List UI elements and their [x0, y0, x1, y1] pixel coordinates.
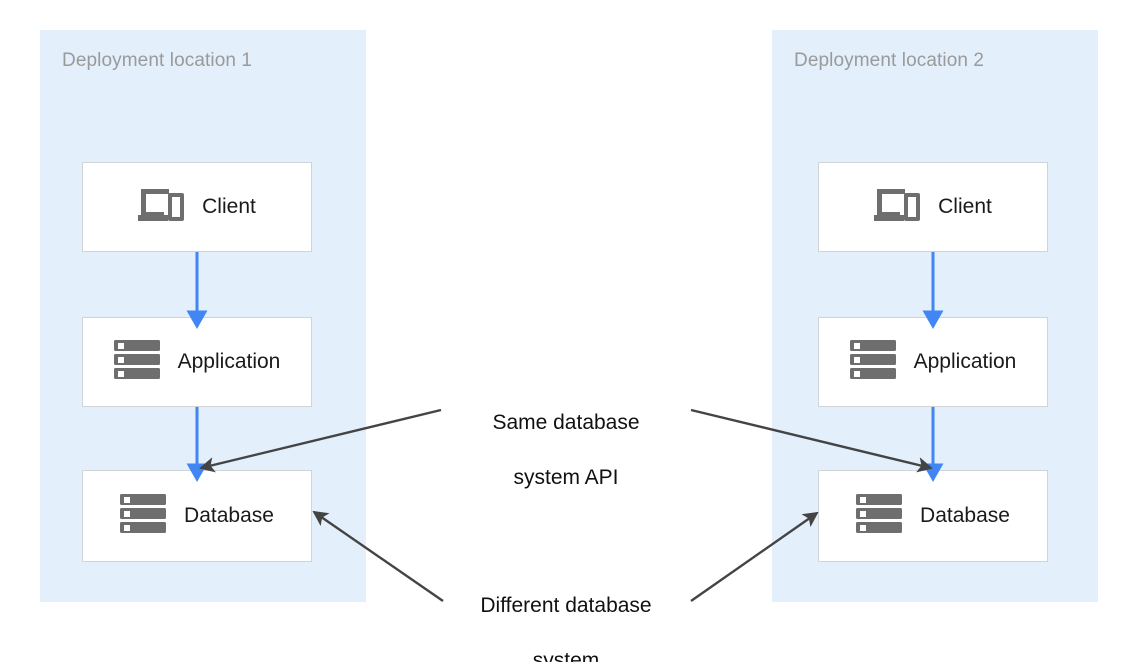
annotation-different-system-line-2: system [532, 649, 600, 662]
annotation-same-api-line-1: Same database [492, 410, 640, 434]
database-2-label: Database [920, 504, 1010, 527]
database-1-label: Database [184, 504, 274, 527]
application-2-label: Application [913, 350, 1017, 373]
application-1-node[interactable]: Application [82, 317, 312, 407]
devices-icon [874, 185, 921, 230]
client-1-label: Client [202, 195, 256, 218]
database-2-node[interactable]: Database [818, 470, 1048, 562]
server-stack-icon [113, 339, 160, 386]
server-stack-icon [856, 493, 903, 540]
application-1-label: Application [177, 350, 281, 373]
client-1-node[interactable]: Client [82, 162, 312, 252]
database-1-node[interactable]: Database [82, 470, 312, 562]
deployment-location-1-label: Deployment location 1 [62, 50, 253, 71]
devices-icon [138, 185, 185, 230]
deployment-location-2-label: Deployment location 2 [794, 50, 985, 71]
client-2-node[interactable]: Client [818, 162, 1048, 252]
annotation-different-system-line-1: Different database [480, 593, 652, 617]
client-2-label: Client [938, 195, 992, 218]
server-stack-icon [120, 493, 167, 540]
annotation-different-database-system: Different database system [446, 564, 686, 662]
application-2-node[interactable]: Application [818, 317, 1048, 407]
server-stack-icon [849, 339, 896, 386]
annotation-same-api-line-2: system API [513, 466, 619, 490]
annotation-same-database-system-api: Same database system API [446, 381, 686, 520]
